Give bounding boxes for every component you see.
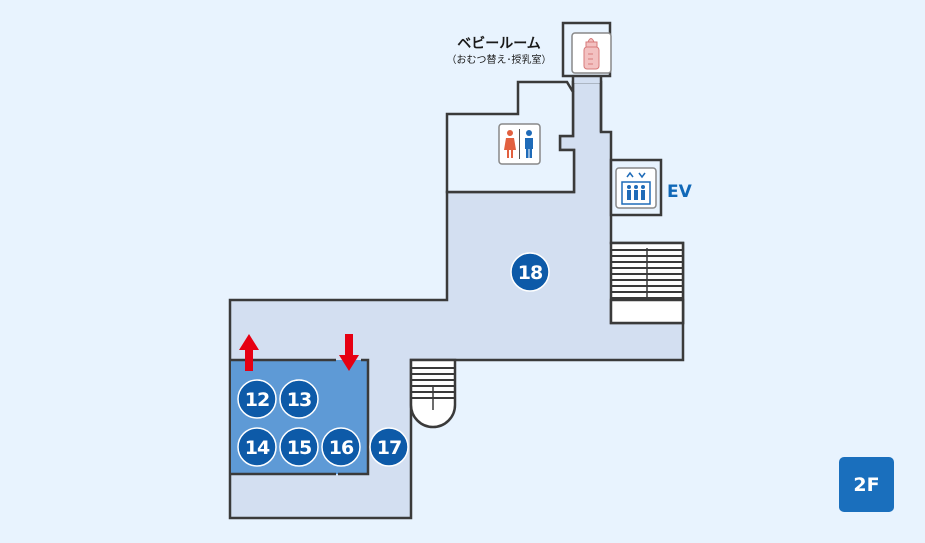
baby-bottle-icon[interactable] [571, 32, 612, 74]
area-number: 14 [245, 437, 270, 459]
area-marker-17[interactable]: 17 [369, 427, 409, 467]
floor-badge[interactable]: 2F [839, 457, 894, 512]
restroom-icon[interactable] [498, 123, 541, 165]
area-number: 16 [329, 437, 354, 459]
area-marker-18[interactable]: 18 [510, 252, 550, 292]
area-marker-12[interactable]: 12 [237, 379, 277, 419]
area-number: 18 [518, 262, 543, 284]
elevator-icon[interactable] [615, 167, 657, 209]
baby-room-sublabel: （おむつ替え･授乳室） [447, 53, 552, 66]
area-marker-16[interactable]: 16 [321, 427, 361, 467]
down-arrow-icon [339, 334, 359, 371]
area-marker-14[interactable]: 14 [237, 427, 277, 467]
area-marker-15[interactable]: 15 [279, 427, 319, 467]
area-number: 12 [245, 389, 269, 411]
baby-room-label: ベビールーム [457, 36, 541, 52]
area-number: 15 [287, 437, 311, 459]
area-number: 13 [287, 389, 311, 411]
area-marker-13[interactable]: 13 [279, 379, 319, 419]
corridor [573, 75, 601, 83]
up-arrow-icon [239, 334, 259, 371]
stairs-icon [409, 358, 457, 429]
area-number: 17 [377, 437, 401, 459]
stairs-icon [609, 241, 685, 325]
elevator-label: EV [667, 182, 693, 202]
